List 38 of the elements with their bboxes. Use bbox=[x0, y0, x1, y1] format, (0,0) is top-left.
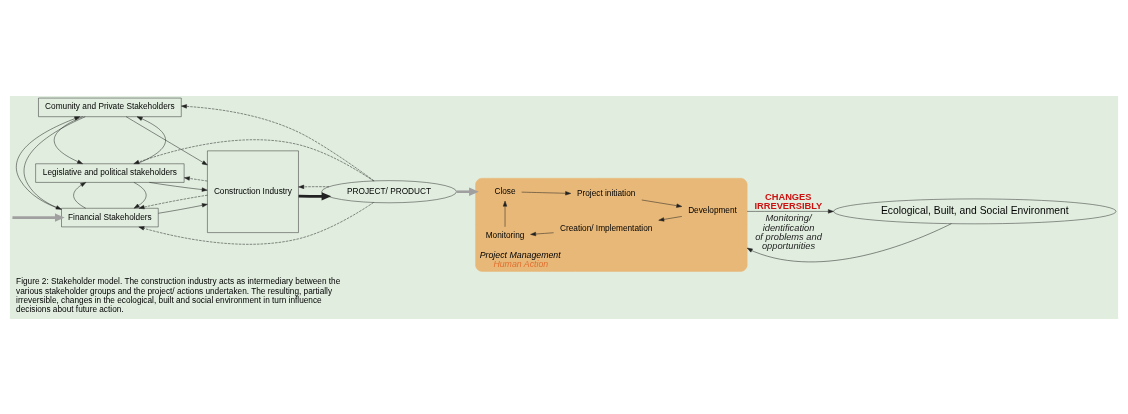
arrow bbox=[502, 200, 508, 227]
arrow bbox=[133, 181, 147, 208]
arrow bbox=[133, 139, 374, 181]
node-text: Development bbox=[688, 205, 737, 215]
arrow bbox=[746, 208, 834, 213]
arrow bbox=[158, 202, 208, 214]
arrow bbox=[181, 103, 375, 181]
arrow bbox=[456, 186, 479, 196]
arrow bbox=[658, 215, 683, 221]
arrow bbox=[23, 116, 86, 210]
node-box: Comunity and Private Stakeholders bbox=[38, 97, 182, 117]
arrow bbox=[641, 199, 683, 208]
arrow bbox=[16, 115, 81, 210]
node-ellipse: Ecological, Built, and Social Environment bbox=[833, 198, 1117, 224]
edge-label: Monitoring/ identification of problems and opportunities bbox=[755, 212, 822, 251]
edge-label: CHANGES IRREVERSIBLY bbox=[754, 191, 823, 211]
node-text: Close bbox=[494, 186, 516, 196]
arrow bbox=[138, 194, 208, 209]
node-text: Project initiation bbox=[577, 188, 636, 198]
node-text: Monitoring bbox=[485, 230, 525, 240]
node-box: Construction Industry bbox=[207, 150, 299, 233]
arrow bbox=[138, 201, 374, 244]
arrow bbox=[521, 190, 571, 195]
arrow bbox=[54, 115, 83, 164]
arrow bbox=[73, 181, 87, 208]
node-box: Financial Stakeholders bbox=[61, 207, 159, 227]
arrow bbox=[184, 175, 208, 181]
node-box: Legislative and political stakeholders bbox=[35, 163, 185, 183]
arrow bbox=[530, 231, 554, 236]
node-text: Creation/ Implementation bbox=[560, 223, 653, 233]
arrow bbox=[149, 181, 208, 192]
arrow bbox=[136, 115, 166, 164]
arrow bbox=[12, 212, 65, 222]
caption: Figure 2: Stakeholder model. The construction industry acts as intermediary between the various stakeholder groups and the project/ actions undertaken. The resulting, partially irreversible, changes in the ecological, built and social environment in turn influence decisions about future action. bbox=[16, 276, 341, 314]
arrow bbox=[298, 184, 330, 189]
arrow bbox=[125, 115, 208, 165]
arrow bbox=[298, 191, 332, 201]
arrow bbox=[746, 222, 952, 262]
